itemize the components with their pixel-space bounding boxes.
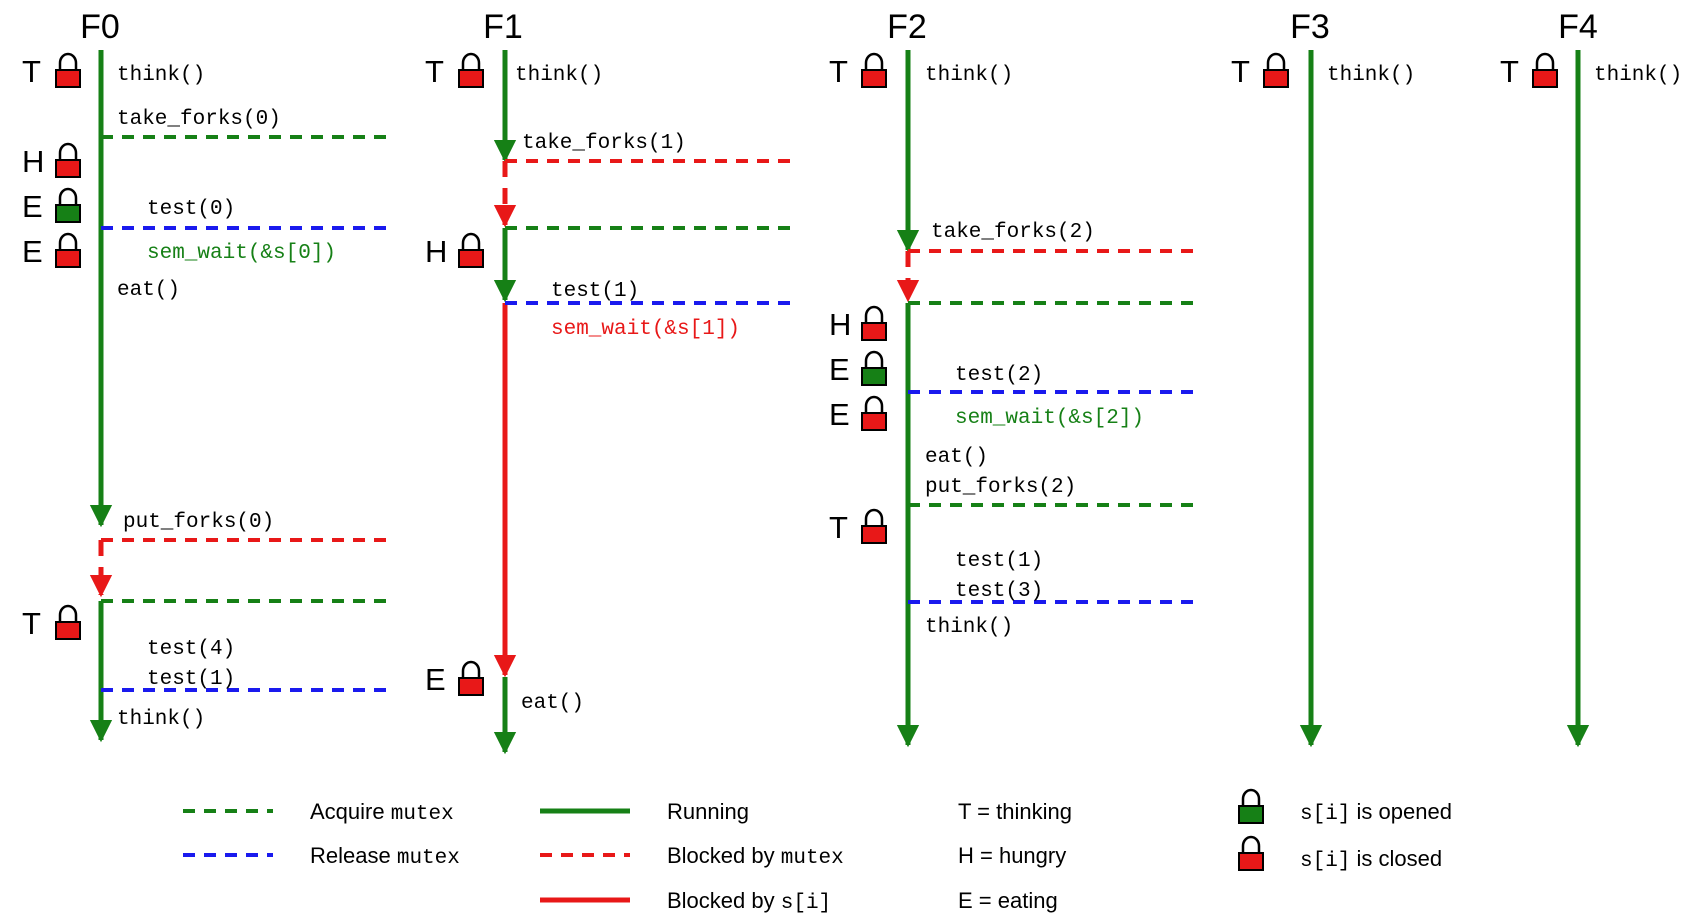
f0-call-think-2: think()	[117, 708, 205, 731]
legend: Acquire mutex Release mutex Running Bloc…	[183, 788, 1452, 915]
f4-state-thinking: T	[1500, 54, 1519, 89]
lock-open-icon	[861, 350, 887, 386]
legend-closed-label: s[i] is closed	[1300, 846, 1442, 873]
f0-state-thinking: T	[22, 54, 41, 89]
f0-call-test: test(0)	[147, 198, 235, 221]
lock-closed-icon	[861, 508, 887, 544]
f4-header: F4	[1558, 8, 1598, 46]
lock-closed-icon	[55, 142, 81, 178]
lock-closed-icon	[1238, 835, 1264, 871]
f1-timeline: think() take_forks(1) test(1) sem_wait(&…	[425, 50, 792, 755]
legend-acquire-label: Acquire mutex	[310, 799, 454, 826]
f1-header: F1	[483, 8, 523, 46]
f3-timeline: think() T	[1231, 50, 1415, 748]
f0-call-take-forks: take_forks(0)	[117, 108, 281, 131]
f2-call-think: think()	[925, 64, 1013, 87]
legend-blocked-s-label: Blocked by s[i]	[667, 888, 831, 915]
f2-call-test: test(2)	[955, 364, 1043, 387]
lock-closed-icon	[458, 232, 484, 268]
f2-call-sem-wait: sem_wait(&s[2])	[955, 407, 1144, 430]
legend-opened-label: s[i] is opened	[1300, 799, 1452, 826]
f1-call-test: test(1)	[551, 280, 639, 303]
f2-call-test-3: test(3)	[955, 580, 1043, 603]
lock-closed-icon	[861, 305, 887, 341]
legend-blocked-mutex-label: Blocked by mutex	[667, 843, 844, 870]
legend-hungry-def: H = hungry	[958, 843, 1066, 868]
f2-state-hungry: H	[829, 307, 851, 342]
legend-release-label: Release mutex	[310, 843, 460, 870]
f3-state-thinking: T	[1231, 54, 1250, 89]
f2-timeline: think() take_forks(2) test(2) sem_wait(&…	[829, 50, 1194, 748]
f2-call-put-forks: put_forks(2)	[925, 476, 1076, 499]
lock-closed-icon	[458, 660, 484, 696]
legend-thinking-def: T = thinking	[958, 799, 1072, 824]
lock-closed-icon	[861, 395, 887, 431]
f2-call-test-1: test(1)	[955, 550, 1043, 573]
f4-timeline: think() T	[1500, 50, 1682, 748]
f0-call-think: think()	[117, 64, 205, 87]
f2-call-eat: eat()	[925, 446, 988, 469]
f2-state-thinking-2: T	[829, 510, 848, 545]
f1-state-hungry: H	[425, 234, 447, 269]
f0-state-hungry: H	[22, 144, 44, 179]
lock-closed-icon	[1532, 52, 1558, 88]
f1-state-eating: E	[425, 662, 446, 697]
f0-call-test-1: test(1)	[147, 668, 235, 691]
f4-call-think: think()	[1594, 64, 1682, 87]
f0-state-eating: E	[22, 234, 43, 269]
f0-timeline: think() take_forks(0) test(0) sem_wait(&…	[22, 50, 387, 743]
lock-open-icon	[55, 187, 81, 223]
f2-call-take-forks: take_forks(2)	[931, 221, 1095, 244]
f2-call-think-2: think()	[925, 616, 1013, 639]
lock-closed-icon	[55, 232, 81, 268]
lock-closed-icon	[861, 52, 887, 88]
f1-call-sem-wait: sem_wait(&s[1])	[551, 318, 740, 341]
legend-eating-def: E = eating	[958, 888, 1058, 913]
lock-closed-icon	[55, 604, 81, 640]
f0-state-eating-open: E	[22, 189, 43, 224]
lock-closed-icon	[458, 52, 484, 88]
f1-state-thinking: T	[425, 54, 444, 89]
lock-closed-icon	[1263, 52, 1289, 88]
f0-call-test-4: test(4)	[147, 638, 235, 661]
f1-call-think: think()	[515, 64, 603, 87]
f0-state-thinking-2: T	[22, 606, 41, 641]
lock-closed-icon	[55, 52, 81, 88]
f0-call-put-forks: put_forks(0)	[123, 511, 274, 534]
f3-header: F3	[1290, 8, 1330, 46]
f1-call-take-forks: take_forks(1)	[522, 132, 686, 155]
f0-call-eat: eat()	[117, 279, 180, 302]
f0-header: F0	[80, 8, 120, 46]
f2-state-thinking: T	[829, 54, 848, 89]
f3-call-think: think()	[1327, 64, 1415, 87]
f0-call-sem-wait: sem_wait(&s[0])	[147, 242, 336, 265]
f2-header: F2	[887, 8, 927, 46]
f2-state-eating-open: E	[829, 352, 850, 387]
lock-open-icon	[1238, 788, 1264, 824]
f1-call-eat: eat()	[521, 692, 584, 715]
legend-running-label: Running	[667, 799, 749, 824]
f2-state-eating: E	[829, 397, 850, 432]
